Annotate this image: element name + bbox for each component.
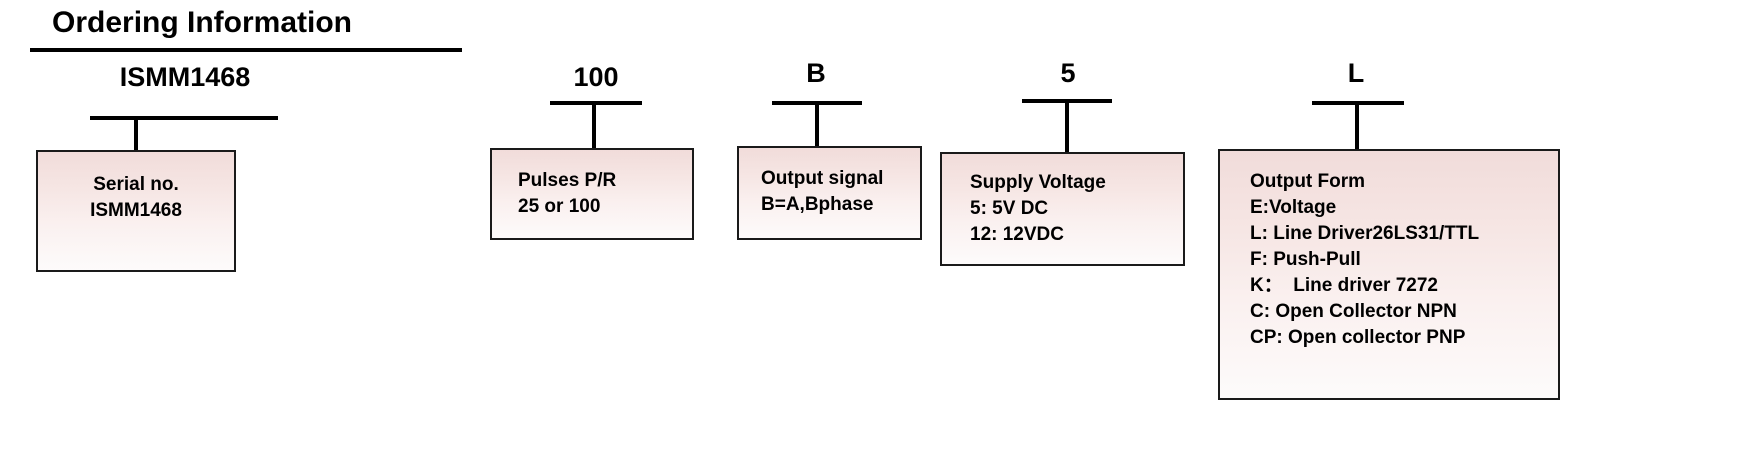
output-signal-connector-stem [815, 101, 819, 146]
output-form-code-label: L [1347, 58, 1365, 88]
supply-voltage-line-3: 12: 12VDC [970, 224, 1064, 245]
output-form-line-1: Output Form [1250, 171, 1366, 192]
output-signal-box: Output signal B=A,Bphase [737, 146, 922, 240]
pulses-code-label: 100 [573, 62, 619, 92]
title-underline [30, 48, 462, 52]
serial-code-rule [90, 116, 278, 120]
output-form-connector-stem [1355, 101, 1359, 149]
page-title: Ordering Information [52, 6, 352, 39]
output-form-line-4: F: Push-Pull [1250, 249, 1361, 270]
output-signal-line-2: B=A,Bphase [761, 194, 874, 215]
pulses-code-rule [550, 101, 642, 105]
output-form-line-3: L: Line Driver26LS31/TTL [1250, 223, 1480, 244]
serial-no-box: Serial no. ISMM1468 [36, 150, 236, 272]
supply-voltage-line-1: Supply Voltage [970, 172, 1106, 193]
pulses-line-2: 25 or 100 [518, 196, 601, 217]
output-form-line-2: E:Voltage [1250, 197, 1337, 218]
output-form-box: Output Form E:Voltage L: Line Driver26LS… [1218, 149, 1560, 400]
serial-no-line-2: ISMM1468 [90, 200, 182, 221]
serial-no-line-1: Serial no. [93, 174, 179, 195]
serial-code-label: ISMM1468 [119, 62, 251, 92]
output-form-line-6: C: Open Collector NPN [1250, 301, 1457, 322]
supply-voltage-connector-stem [1065, 99, 1069, 152]
serial-connector-stem [134, 116, 138, 152]
output-form-line-5: K： Line driver 7272 [1250, 275, 1438, 296]
pulses-line-1: Pulses P/R [518, 170, 617, 191]
supply-voltage-line-2: 5: 5V DC [970, 198, 1049, 219]
pulses-connector-stem [592, 101, 596, 148]
pulses-box: Pulses P/R 25 or 100 [490, 148, 694, 240]
output-signal-code-label: B [806, 58, 826, 88]
output-form-line-7: CP: Open collector PNP [1250, 327, 1466, 348]
supply-voltage-box: Supply Voltage 5: 5V DC 12: 12VDC [940, 152, 1185, 266]
output-signal-line-1: Output signal [761, 168, 884, 189]
supply-voltage-code-label: 5 [1060, 58, 1076, 88]
